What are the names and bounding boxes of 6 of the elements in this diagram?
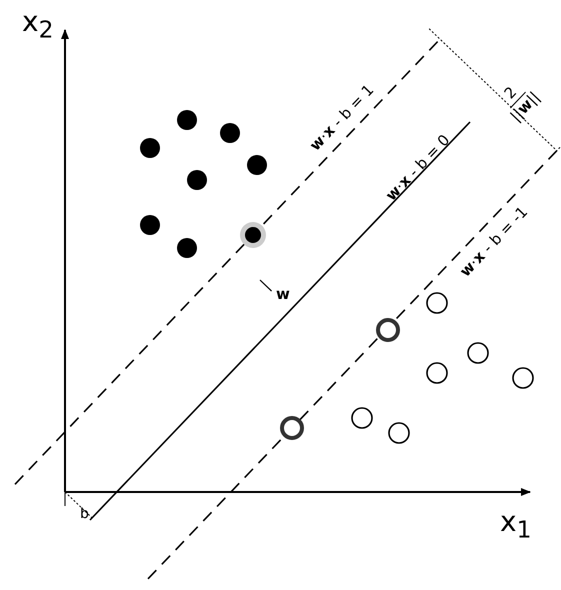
equation-label: w·x - b = 1: [307, 82, 377, 154]
axis-label: x$_{2}$: [22, 8, 54, 42]
equation-label: w·x - b = 0: [383, 132, 453, 204]
equation-label: w·x - b = -1: [458, 204, 530, 280]
offset-label: b: [80, 507, 89, 521]
axis-label: x$_{1}$: [500, 508, 532, 542]
